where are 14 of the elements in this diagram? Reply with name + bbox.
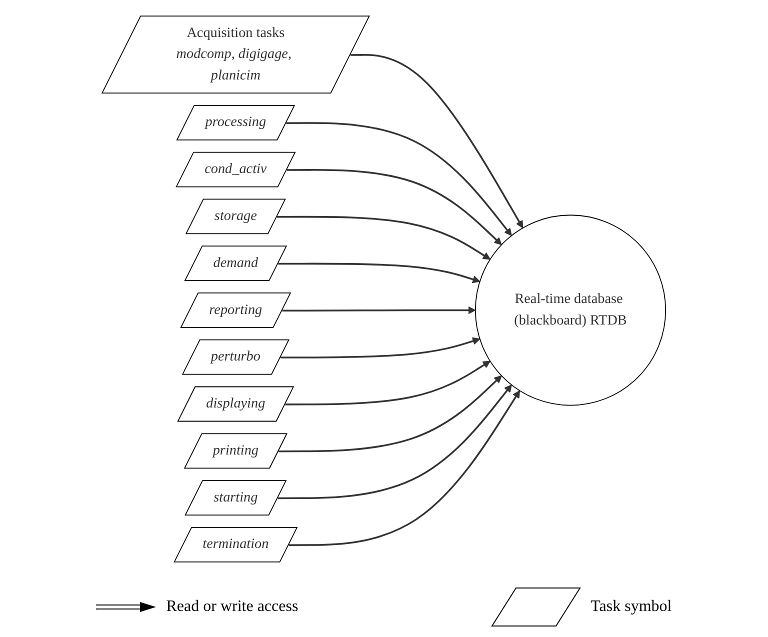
node-circle: Real-time database (blackboard) RTDB [475, 214, 666, 406]
arrow [278, 374, 502, 452]
legend-text: Read or write access [166, 598, 298, 616]
arrow [286, 122, 512, 236]
legend-text: Task symbol [590, 598, 672, 616]
arrow [282, 306, 476, 314]
arrow [277, 215, 491, 260]
arrow [278, 262, 480, 283]
arrow [287, 168, 502, 245]
arrow [280, 336, 480, 358]
arrow [278, 384, 512, 499]
arrow [288, 390, 520, 546]
arrow [350, 54, 524, 228]
arrow [285, 360, 491, 405]
